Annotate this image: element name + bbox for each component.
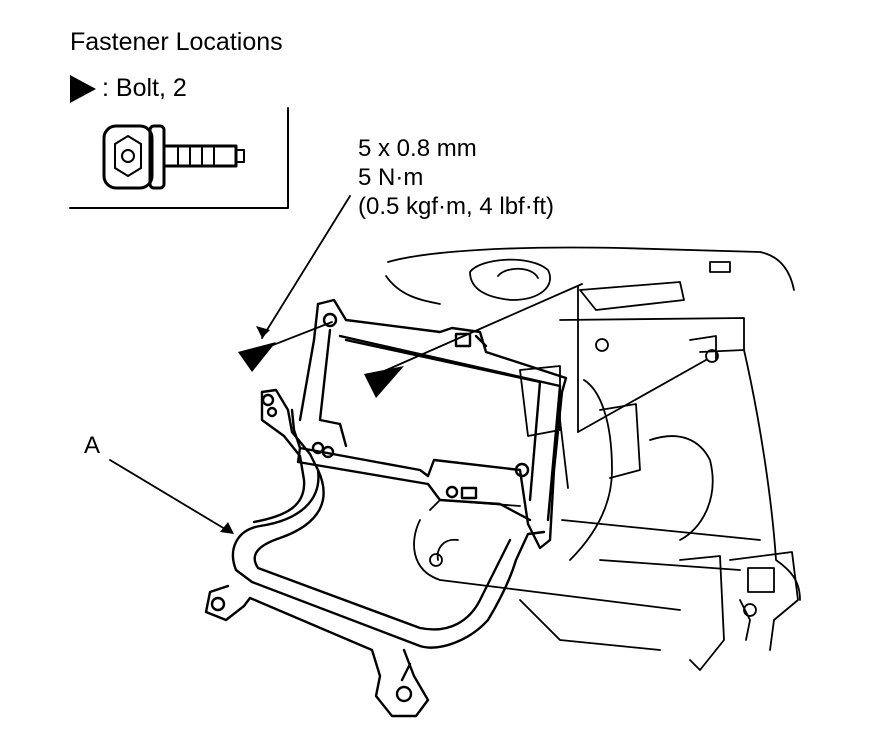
- spec-torque-nm: 5 N·m: [358, 164, 424, 191]
- filled-triangle-pointer-icon: [70, 74, 96, 103]
- spec-size: 5 x 0.8 mm: [358, 135, 477, 162]
- bolt-icon: [102, 124, 245, 190]
- spec-torque-alt: (0.5 kgf·m, 4 lbf·ft): [358, 193, 555, 220]
- bracket-a: [204, 388, 546, 718]
- diagram-title: Fastener Locations: [70, 28, 283, 56]
- callout-label-a: A: [84, 432, 101, 459]
- bolt-legend-frame: [69, 107, 289, 209]
- leader-arrowhead-a-icon: [220, 522, 234, 534]
- bolt-pointer-center-icon: [364, 366, 404, 398]
- torque-spec: 5 x 0.8 mm 5 N·m (0.5 kgf·m, 4 lbf·ft): [358, 134, 554, 221]
- dashboard-console: [385, 246, 801, 671]
- bolt-legend-label: : Bolt, 2: [102, 74, 187, 102]
- bolt-pointer-left-icon: [238, 342, 276, 372]
- upper-bracket: [290, 298, 568, 550]
- bolt-legend: : Bolt, 2: [70, 74, 187, 103]
- leader-arrowhead-top-icon: [256, 326, 270, 338]
